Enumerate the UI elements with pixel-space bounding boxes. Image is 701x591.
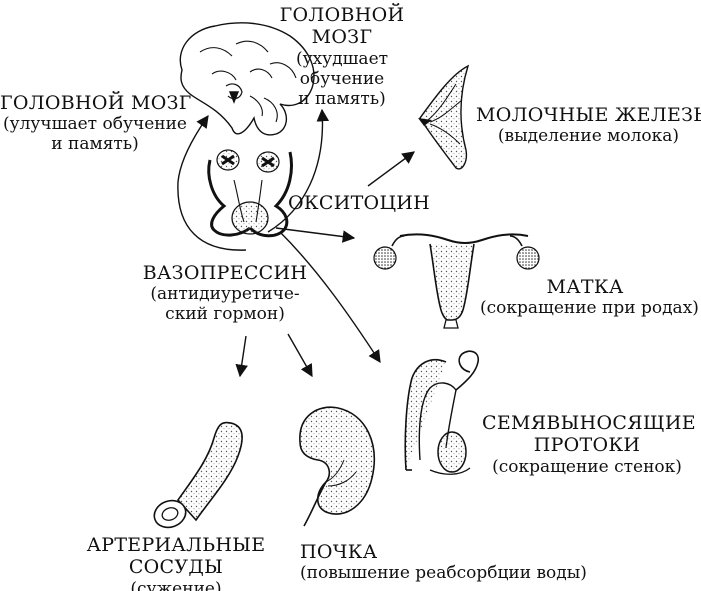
arrow-to-brain-left bbox=[177, 114, 247, 251]
uterus-label: МАТКА (сокращение при родах) bbox=[480, 276, 699, 319]
vessels-label: АРТЕРИАЛЬНЫЕ СОСУДЫ (сужение) bbox=[76, 534, 276, 591]
uterus-illustration bbox=[373, 233, 540, 329]
oxytocin-label: ОКСИТОЦИН bbox=[288, 192, 430, 214]
brain-improves-note-1: (улучшает обучение bbox=[3, 114, 187, 135]
uterus-note: (сокращение при родах) bbox=[480, 298, 699, 319]
oxytocin-title: ОКСИТОЦИН bbox=[288, 192, 431, 214]
brain-improves-note-2: и память) bbox=[51, 134, 139, 155]
vasopressin-note-1: (антидиуретиче- bbox=[150, 284, 300, 305]
vessels-title-2: СОСУДЫ bbox=[128, 556, 224, 579]
vasopressin-note-2: ский гормон) bbox=[165, 304, 285, 325]
brain-improves-label: ГОЛОВНОЙ МОЗГ (улучшает обучение и памят… bbox=[0, 92, 192, 155]
mammary-gland-illustration bbox=[418, 64, 470, 170]
mammary-note: (выделение молока) bbox=[497, 126, 680, 147]
ducts-note: (сокращение стенок) bbox=[492, 456, 682, 477]
brain-impairs-title-2: МОЗГ bbox=[311, 26, 373, 49]
mammary-title: МОЛОЧНЫЕ ЖЕЛЕЗЫ bbox=[476, 104, 701, 126]
arrow-to-ducts bbox=[279, 231, 381, 364]
brain-illustration bbox=[179, 22, 315, 136]
arrow-to-mammary bbox=[367, 151, 416, 187]
arrow-to-uterus bbox=[275, 227, 356, 243]
kidney-note: (повышение реабсорбции воды) bbox=[300, 563, 587, 584]
ducts-title-1: СЕМЯВЫНОСЯЩИЕ bbox=[482, 412, 696, 434]
arrow-to-kidney bbox=[287, 333, 313, 378]
ducts-label: СЕМЯВЫНОСЯЩИЕ ПРОТОКИ (сокращение стенок… bbox=[482, 412, 696, 477]
vessels-note: (сужение) bbox=[130, 578, 222, 591]
vasopressin-label: ВАЗОПРЕССИН (антидиуретиче- ский гормон) bbox=[130, 262, 320, 325]
brain-impairs-title: ГОЛОВНОЙ bbox=[279, 4, 405, 26]
ducts-title-2: ПРОТОКИ bbox=[533, 434, 641, 457]
brain-impairs-note-1: (ухудшает bbox=[295, 48, 389, 69]
seminal-ducts-illustration bbox=[404, 350, 480, 475]
mammary-label: МОЛОЧНЫЕ ЖЕЛЕЗЫ (выделение молока) bbox=[476, 104, 701, 146]
brain-impairs-label: ГОЛОВНОЙ МОЗГ (ухудшает обучение и памят… bbox=[278, 4, 406, 109]
brain-impairs-note-3: и память) bbox=[298, 88, 386, 109]
hypothalamus-pituitary-illustration bbox=[207, 149, 293, 238]
vessels-title-1: АРТЕРИАЛЬНЫЕ bbox=[86, 534, 266, 556]
vasopressin-title: ВАЗОПРЕССИН bbox=[142, 262, 308, 284]
kidney-label: ПОЧКА (повышение реабсорбции воды) bbox=[300, 541, 587, 583]
arrow-to-vessels bbox=[235, 335, 248, 378]
artery-illustration bbox=[153, 421, 243, 529]
uterus-title: МАТКА bbox=[546, 276, 624, 298]
arrow-to-brain-right bbox=[267, 108, 330, 233]
kidney-title: ПОЧКА bbox=[300, 541, 378, 563]
brain-improves-title: ГОЛОВНОЙ МОЗГ bbox=[0, 92, 192, 114]
arrows bbox=[177, 108, 416, 378]
brain-impairs-note-2: обучение bbox=[299, 68, 385, 89]
kidney-illustration bbox=[299, 406, 376, 527]
